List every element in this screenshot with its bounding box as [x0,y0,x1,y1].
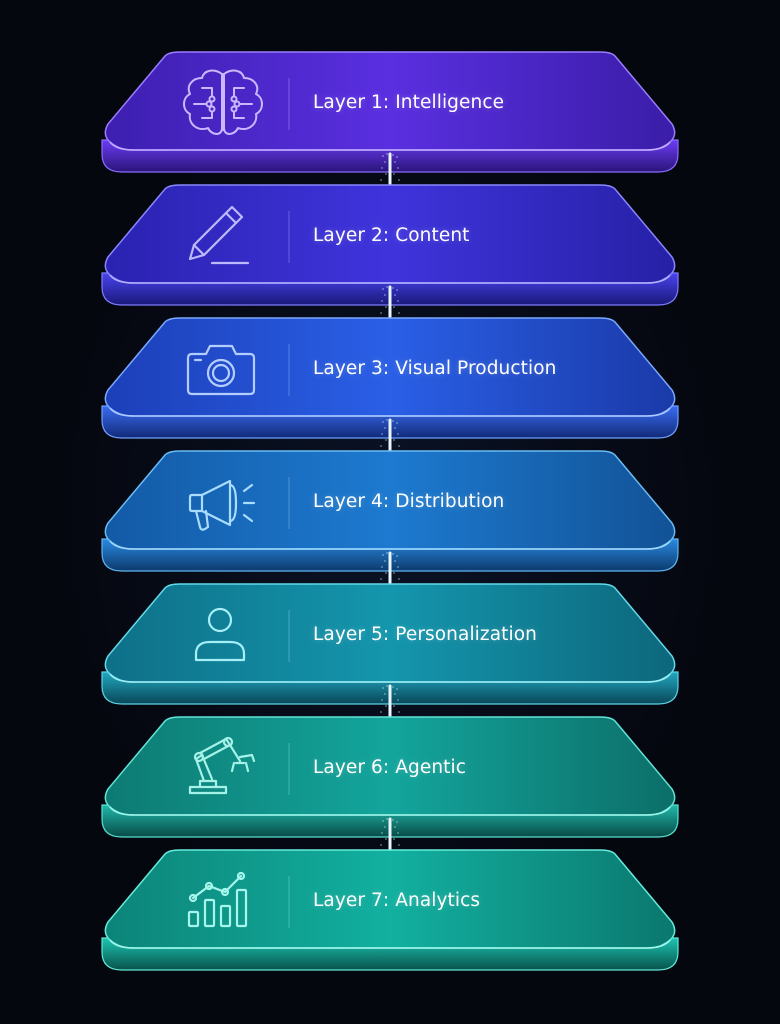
layer-plate [101,51,679,173]
layer-4: Layer 4: Distribution [0,450,780,575]
pencil-icon [178,199,268,271]
layer-plate [101,450,679,572]
layer-label: Layer 2: Content [313,225,470,246]
camera-icon [178,332,268,404]
brain-circuit-icon [178,66,268,138]
layer-plate [101,849,679,971]
layer-label: Layer 1: Intelligence [313,92,505,113]
robot-arm-icon [178,731,268,803]
layer-7: Layer 7: Analytics [0,849,780,974]
layer-label: Layer 3: Visual Production [313,358,557,379]
user-icon [178,598,268,670]
megaphone-icon [178,465,268,537]
layer-label: Layer 4: Distribution [313,491,505,512]
layer-label: Layer 5: Personalization [313,624,538,645]
layer-1: Layer 1: Intelligence [0,51,780,176]
layer-label: Layer 6: Agentic [313,757,467,778]
bar-chart-icon [178,864,268,936]
layer-label: Layer 7: Analytics [313,890,481,911]
